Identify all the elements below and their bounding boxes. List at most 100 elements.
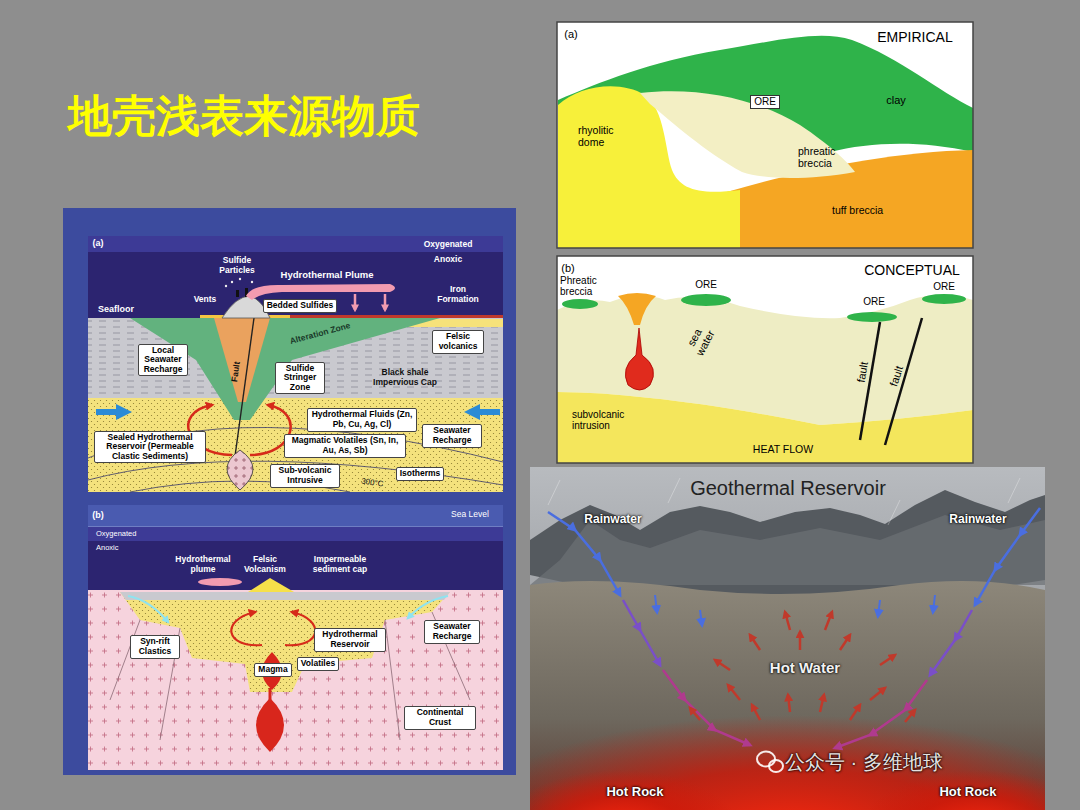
label-box: Seawater Recharge	[424, 620, 480, 643]
temperature-label: 300°C	[360, 477, 383, 489]
art-shape	[668, 478, 680, 503]
photo-title: Geothermal Reservoir	[690, 477, 886, 499]
art-shape	[385, 620, 400, 740]
fault-label: fault	[854, 361, 870, 384]
art-shape	[472, 409, 500, 415]
art-shape	[888, 500, 900, 525]
panel-heading: EMPIRICAL	[877, 30, 952, 46]
slide-title: 地壳浅表来源物质	[68, 91, 420, 140]
box-text: Volatiles	[301, 659, 335, 669]
flow-label: HEAT FLOW	[753, 444, 813, 456]
art-shape	[655, 595, 657, 612]
box-text: Seawater Recharge	[426, 426, 478, 445]
art-shape	[88, 236, 503, 252]
art-shape	[885, 318, 922, 445]
ore-label: ORE	[933, 281, 955, 292]
label-box: Seawater Recharge	[422, 424, 482, 447]
unit-label: subvolcanic intrusion	[572, 409, 654, 431]
art-shape	[750, 635, 760, 650]
art-shape	[227, 450, 253, 490]
art-shape	[715, 660, 730, 670]
art-shape	[214, 318, 270, 402]
section-b	[88, 505, 503, 770]
art-shape	[96, 409, 124, 415]
panel-frame	[63, 208, 516, 775]
art-shape	[88, 236, 503, 318]
label-box: Magma	[254, 663, 291, 677]
feature-label: Hydrothermal plume	[171, 555, 235, 574]
zone-label: Anoxic	[434, 255, 462, 265]
conceptual-section	[557, 256, 973, 463]
feature-label: Sulfide Particles	[212, 256, 262, 275]
art-shape	[354, 294, 357, 310]
art-shape	[905, 710, 915, 722]
art-shape	[88, 527, 503, 541]
art-shape	[225, 285, 227, 287]
art-shape	[408, 596, 448, 618]
art-shape	[231, 281, 233, 283]
art-shape	[625, 328, 653, 390]
label-box: Magmatic Volatiles (Sn, In, Au, As, Sb)	[284, 434, 406, 457]
label-box: Hydrothermal Fluids (Zn, Pb, Cu, Ag, Cl)	[307, 408, 417, 431]
art-shape	[835, 680, 927, 748]
art-shape	[757, 752, 775, 767]
art-shape	[880, 655, 895, 665]
feature-label: Vents	[194, 295, 217, 305]
art-shape	[663, 670, 750, 745]
unit-label: phreatic breccia	[798, 146, 858, 170]
layer-label: Black shale Impervious Cap	[364, 368, 446, 387]
box-text: Magma	[258, 665, 287, 675]
art-shape	[850, 705, 860, 720]
zone-label: Anoxic	[96, 544, 119, 552]
label-box: Felsic volcanics	[432, 330, 484, 353]
ore-label: ORE	[750, 95, 780, 108]
label-box: Bedded Sulfides	[263, 299, 338, 313]
art-shape	[557, 256, 973, 463]
art-shape	[530, 770, 740, 810]
feature-label: Seafloor	[98, 304, 134, 314]
art-shape	[700, 610, 702, 625]
box-text: Local Seawater Recharge	[142, 346, 184, 375]
art-shape	[557, 256, 973, 463]
panel-letter: (b)	[92, 510, 104, 520]
art-shape	[246, 284, 395, 300]
art-shape	[88, 427, 503, 462]
photo-label: Hot Rock	[606, 785, 663, 800]
unit-label: tuff breccia	[832, 205, 883, 217]
art-shape	[120, 592, 450, 692]
unit-label: Phreatic breccia	[560, 275, 618, 297]
label-box: Hydrothermal Reservoir	[314, 628, 386, 651]
panel-letter: (a)	[564, 28, 577, 40]
fault-label: Fault	[230, 361, 242, 382]
label-box: Local Seawater Recharge	[138, 344, 188, 377]
section-a	[88, 236, 503, 492]
label-box: Volatiles	[297, 657, 339, 671]
ore-label: ORE	[863, 296, 885, 307]
art-shape	[785, 612, 790, 630]
box-text: Continental Crust	[408, 708, 472, 727]
photo-label: Hot Water	[770, 660, 840, 677]
art-shape	[933, 595, 935, 612]
art-shape	[769, 760, 783, 772]
art-shape	[681, 294, 731, 306]
art-shape	[236, 290, 239, 297]
feature-label: Hydrothermal Plume	[281, 270, 374, 281]
photo-label: Rainwater	[949, 513, 1006, 526]
art-shape	[825, 612, 832, 630]
feature-label: Iron Formation	[432, 285, 484, 304]
art-shape	[88, 505, 503, 527]
art-shape	[752, 705, 760, 720]
art-shape	[88, 590, 503, 770]
box-text: Felsic volcanics	[436, 332, 480, 351]
art-shape	[728, 685, 740, 700]
art-shape	[562, 299, 598, 309]
art-shape	[860, 770, 1045, 810]
art-shape	[557, 392, 973, 463]
zone-label: Sea Level	[451, 510, 489, 520]
art-shape	[290, 315, 503, 318]
art-shape	[256, 698, 284, 752]
art-shape	[618, 293, 656, 325]
geothermal-photo	[530, 467, 1045, 810]
box-text: Bedded Sulfides	[267, 301, 334, 311]
watermark: 公众号 · 多维地球	[785, 751, 943, 773]
